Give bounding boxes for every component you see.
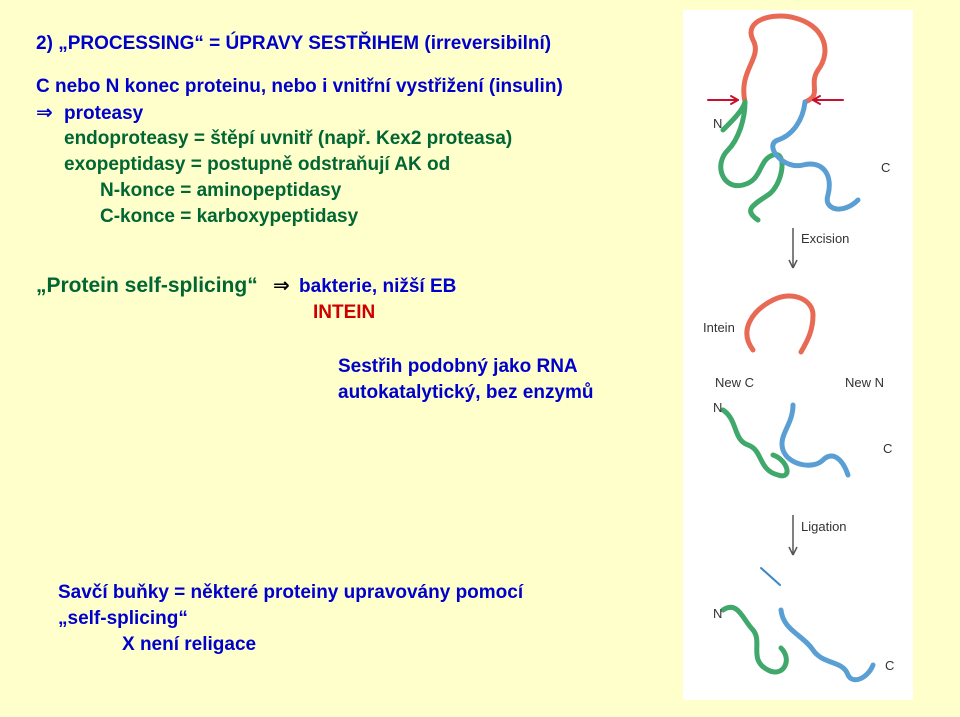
mammals-line2: „self-splicing“	[58, 608, 188, 629]
c-end-line: C-konce = karboxypeptidasy	[100, 206, 359, 227]
heading-suffix: (irreversibilní)	[419, 33, 552, 54]
n-extein-after	[720, 407, 790, 479]
diagram-label-intein: Intein	[703, 320, 735, 335]
diagram-label-c2: C	[883, 441, 892, 456]
n-end-line: N-konce = aminopeptidasy	[100, 180, 342, 201]
diagram-label-n: N	[713, 116, 722, 131]
splicing-row: „Protein self-splicing“ ⇒ bakterie, nižš…	[36, 275, 456, 298]
ligation-site-marker	[760, 567, 781, 586]
heading-title: „PROCESSING“ = ÚPRAVY SESTŘIHEM	[58, 33, 420, 54]
cleavage-arrowhead-left	[730, 95, 739, 105]
ligation-label: Ligation	[801, 519, 847, 534]
heading-prefix: 2)	[36, 33, 59, 54]
processing-line1: C nebo N konec proteinu, nebo i vnitřní …	[36, 76, 563, 97]
implies-arrow-icon: ⇒	[272, 275, 290, 297]
endoprotease-line: endoproteasy = štěpí uvnitř (např. Kex2 …	[64, 128, 513, 149]
splicing-organisms: bakterie, nižší EB	[299, 276, 457, 297]
splicing-desc2: autokatalytický, bez enzymů	[338, 382, 594, 403]
precursor-protein	[707, 13, 861, 223]
splicing-title: „Protein self-splicing“	[36, 274, 258, 297]
implies-arrow-icon: ⇒	[36, 102, 53, 124]
diagram-label-n2: N	[713, 400, 722, 415]
ligation-arrowhead-icon	[788, 546, 798, 556]
exopeptidase-line: exopeptidasy = postupně odstraňují AK od	[64, 154, 451, 175]
c-extein-strand	[770, 99, 861, 212]
diagram-label-c: C	[881, 160, 890, 175]
intein-label: INTEIN	[313, 302, 376, 323]
cleavage-arrowhead-right	[812, 95, 821, 105]
excision-label: Excision	[801, 231, 849, 246]
slide-heading: 2) „PROCESSING“ = ÚPRAVY SESTŘIHEM (irre…	[36, 33, 551, 55]
c-extein-after	[779, 402, 851, 478]
splicing-desc1: Sestřih podobný jako RNA	[338, 356, 578, 377]
diagram-label-c3: C	[885, 658, 894, 673]
ligated-n-extein	[720, 605, 789, 675]
free-intein	[744, 293, 816, 355]
excision-arrowhead-icon	[788, 259, 798, 269]
diagram-label-n3: N	[713, 606, 722, 621]
intein-loop	[741, 13, 828, 105]
mammals-line1: Savčí buňky = některé proteiny upravován…	[58, 582, 524, 603]
diagram-label-new-c: New C	[715, 375, 754, 390]
excised-products	[720, 293, 851, 479]
ligated-c-extein	[778, 607, 876, 683]
protein-splicing-diagram: N C Excision Intein New C New N N C Liga…	[683, 10, 913, 700]
ligated-protein	[720, 567, 876, 683]
proteases-label: proteasy	[64, 103, 144, 124]
proteases-row: ⇒ proteasy	[36, 102, 143, 125]
splicing-diagram-svg: N C Excision Intein New C New N N C Liga…	[703, 13, 894, 683]
n-extein-strand	[718, 99, 785, 223]
mammals-line3: X není religace	[122, 634, 257, 655]
diagram-label-new-n: New N	[845, 375, 884, 390]
